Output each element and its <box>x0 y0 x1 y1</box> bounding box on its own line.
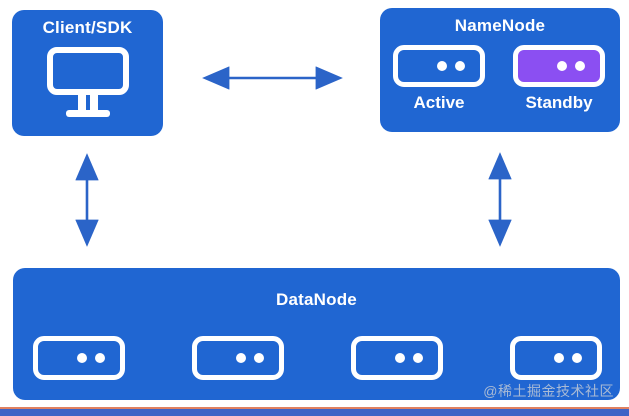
server-icon <box>513 45 605 87</box>
led-dot <box>455 61 465 71</box>
footer-bar <box>0 409 629 416</box>
server-icon <box>33 336 125 380</box>
monitor-icon <box>46 47 129 117</box>
led-dot <box>572 353 582 363</box>
active-node: Active <box>393 45 485 113</box>
namenode-row: Active Standby <box>380 45 620 113</box>
monitor-base <box>65 110 110 117</box>
led-dot <box>413 353 423 363</box>
led-dot <box>395 353 405 363</box>
monitor-leg <box>89 95 98 110</box>
watermark: @稀土掘金技术社区 <box>483 383 614 399</box>
server-icon <box>510 336 602 380</box>
led-dot <box>575 61 585 71</box>
server-icon <box>393 45 485 87</box>
client-sdk-title: Client/SDK <box>42 18 133 37</box>
namenode-box: NameNode Active Standby <box>380 8 620 132</box>
monitor-stand <box>77 95 98 110</box>
footer-accent-line <box>0 407 629 409</box>
server-icon <box>192 336 284 380</box>
led-dot <box>437 61 447 71</box>
active-label: Active <box>413 93 465 112</box>
led-dot <box>557 61 567 71</box>
datanode-title: DataNode <box>276 290 357 309</box>
server-icon <box>351 336 443 380</box>
monitor-screen <box>46 47 129 95</box>
standby-label: Standby <box>525 93 593 112</box>
client-sdk-box: Client/SDK <box>12 10 163 136</box>
monitor-leg <box>77 95 86 110</box>
datanode-row <box>13 336 620 380</box>
standby-node: Standby <box>513 45 605 113</box>
led-dot <box>236 353 246 363</box>
led-dot <box>554 353 564 363</box>
datanode-box: DataNode @稀土掘金技术社区 <box>13 268 620 400</box>
led-dot <box>95 353 105 363</box>
led-dot <box>77 353 87 363</box>
led-dot <box>254 353 264 363</box>
namenode-title: NameNode <box>454 16 546 35</box>
